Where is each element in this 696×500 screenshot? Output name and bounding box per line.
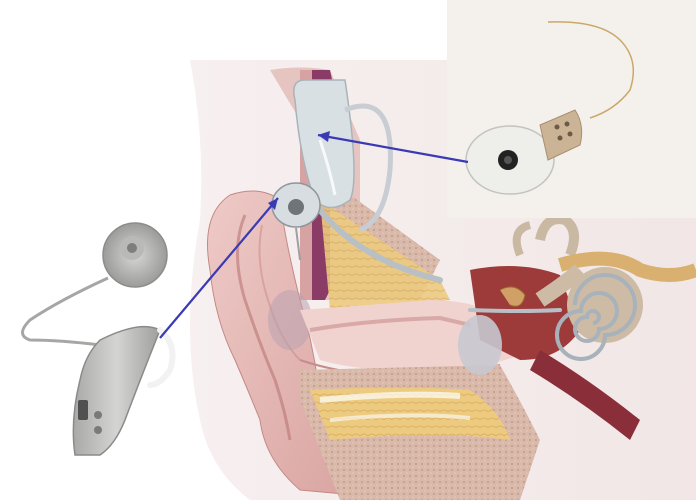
external-processor-inset bbox=[23, 223, 173, 455]
lower-tissue-layers bbox=[300, 365, 540, 500]
magnetic-transmitter-coil-icon bbox=[103, 223, 167, 287]
internal-implant-inset bbox=[447, 0, 696, 218]
behind-the-ear-sound-processor-icon bbox=[73, 327, 172, 455]
